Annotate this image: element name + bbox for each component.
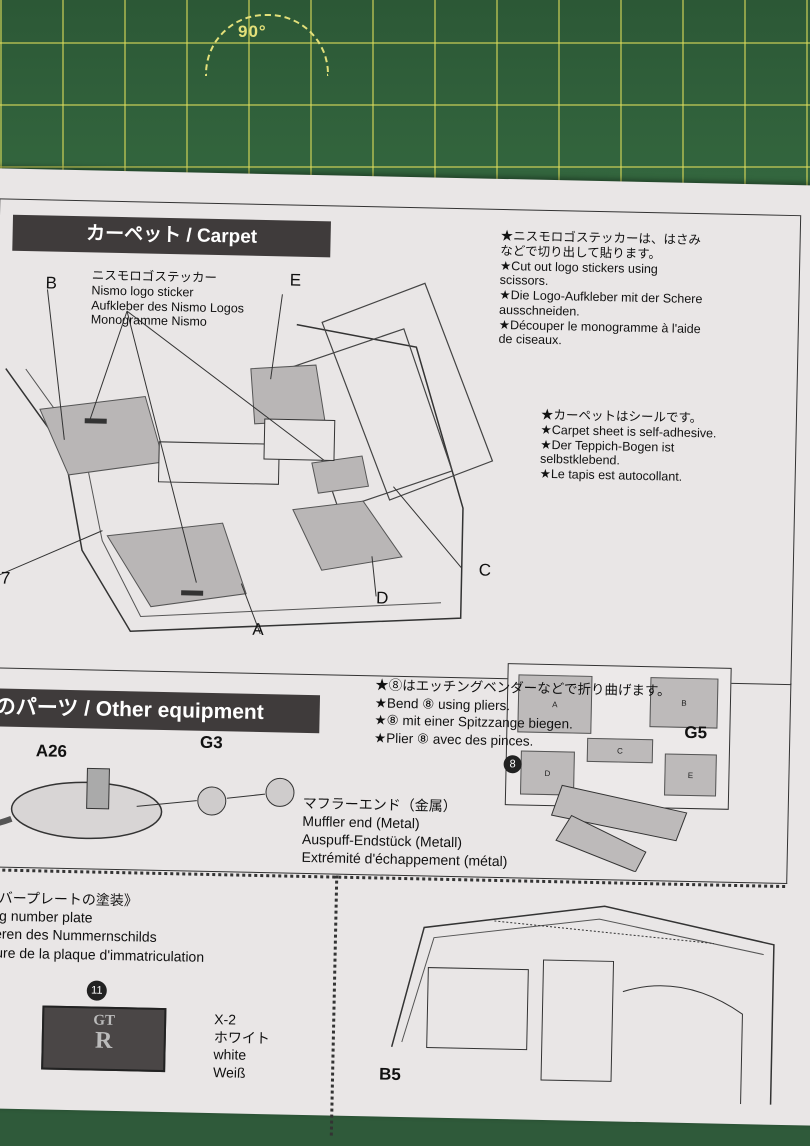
angle-label: 90° (238, 22, 267, 41)
label-g5: G5 (684, 722, 708, 743)
dashboard-diagram (390, 905, 775, 1105)
angle-arc (205, 14, 329, 76)
plate-note: ンバープレートの塗装》ting number plate kieren des … (0, 889, 205, 965)
cut-note: ★ニスモロゴステッカーは、はさみなどで切り出して貼ります。 ★Cut out l… (498, 228, 703, 348)
muffler-diagram (0, 767, 688, 873)
bend-note: ★⑧はエッチングベンダーなどで折り曲げます。★Bend ⑧ using plie… (374, 677, 671, 749)
carpet-diagram (0, 282, 494, 635)
step-11-badge: 11 (86, 980, 108, 1001)
instruction-sheet: カーペット / Carpet ニスモロゴステッカー Nismo logo sti… (0, 168, 810, 1136)
label-e: E (289, 270, 302, 290)
label-b5: B5 (378, 1064, 402, 1085)
label-d: D (375, 588, 389, 608)
label-c: C (478, 560, 492, 580)
number-plate: GT R (41, 1005, 167, 1073)
label-a: A (252, 619, 264, 640)
muffler-note: マフラーエンド（金属）Muffler end (Metal) Auspuff-E… (301, 794, 508, 869)
other-title: のパーツ / Other equipment (0, 688, 321, 734)
label-17: 17 (0, 568, 11, 588)
divider-vertical (329, 875, 339, 1136)
label-g3: G3 (199, 732, 223, 753)
adhesive-note: ★カーペットはシールです。★Carpet sheet is self-adhes… (539, 407, 717, 484)
label-b: B (45, 273, 58, 293)
